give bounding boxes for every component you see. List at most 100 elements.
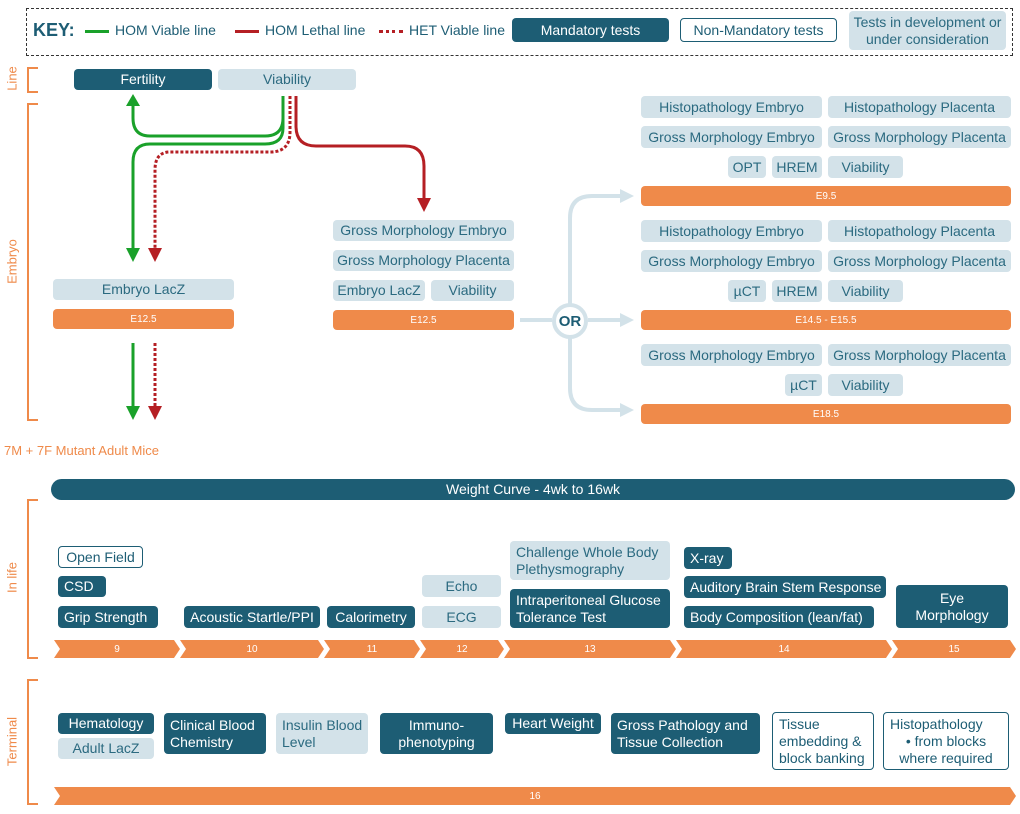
week-9-chevron	[54, 640, 180, 658]
week-15-chevron	[892, 640, 1016, 658]
ecg-test: ECG	[422, 606, 501, 628]
viability-test: Viability	[218, 69, 356, 90]
abr-test: Auditory Brain Stem Response	[684, 576, 886, 598]
stage-e9-5: E9.5	[641, 186, 1011, 206]
hom-lethal-swatch	[235, 30, 259, 33]
ipgtt-test: Intraperitoneal Glucose Tolerance Test	[510, 589, 670, 628]
week-11-chevron	[324, 640, 420, 658]
gross-morph-embryo-mid: Gross Morphology Embryo	[333, 220, 514, 241]
e145-uct: µCT	[728, 280, 766, 302]
key-non-mandatory: Non-Mandatory tests	[680, 18, 837, 42]
immunophenotyping-test: Immuno- phenotyping	[380, 713, 493, 754]
legend-key: KEY: HOM Viable line HOM Lethal line HET…	[26, 8, 1013, 56]
week-12-label: 12	[456, 643, 468, 655]
gross-morph-placenta-mid: Gross Morphology Placenta	[333, 250, 514, 271]
viable-adult-arrowhead	[126, 406, 140, 420]
histopathology-test: Histopathology • from blocks where requi…	[883, 712, 1009, 770]
stage-e12-5-mid: E12.5	[333, 310, 514, 330]
acoustic-startle-test: Acoustic Startle/PPI	[184, 606, 320, 628]
line-bracket	[27, 67, 38, 93]
viable-to-embryo-arrow	[131, 118, 285, 248]
e185-viability: Viability	[828, 374, 903, 396]
het-embryo-arrowhead	[148, 248, 162, 262]
week-13-label: 13	[584, 643, 596, 655]
week-12-chevron	[420, 640, 504, 658]
viable-embryo-arrowhead	[126, 248, 140, 262]
eye-morphology-test: Eye Morphology	[896, 585, 1008, 628]
key-hom-lethal: HOM Lethal line	[265, 22, 366, 38]
stage-e12-5-left: E12.5	[53, 309, 234, 329]
e185-gmp: Gross Morphology Placenta	[828, 344, 1011, 366]
viability-mid: Viability	[431, 280, 514, 301]
weight-curve-bar: Weight Curve - 4wk to 16wk	[51, 479, 1015, 500]
week-13-chevron	[504, 640, 676, 658]
embryo-lacz-left: Embryo LacZ	[53, 279, 234, 300]
terminal-bracket	[27, 679, 38, 805]
lethal-arrowhead	[417, 198, 431, 212]
week-16-chevron	[54, 787, 1016, 805]
csd-test: CSD	[58, 576, 106, 597]
section-label-terminal: Terminal	[4, 716, 20, 767]
insulin-blood-level-test: Insulin Blood Level	[276, 713, 368, 754]
stage-e18-5: E18.5	[641, 404, 1011, 424]
week-14-label: 14	[778, 643, 790, 655]
challenge-plethysmography-test: Challenge Whole Body Plethysmography	[510, 541, 670, 580]
grip-strength-test: Grip Strength	[58, 606, 158, 628]
or-top-branch	[568, 194, 622, 306]
het-adult-arrowhead	[148, 406, 162, 420]
or-bottom-branch	[568, 336, 622, 412]
e145-hist-embryo: Histopathology Embryo	[641, 220, 822, 242]
e95-hist-embryo: Histopathology Embryo	[641, 96, 822, 118]
histopathology-title: Histopathology	[890, 715, 983, 732]
e145-gmp: Gross Morphology Placenta	[828, 250, 1011, 272]
e95-hist-placenta: Histopathology Placenta	[828, 96, 1011, 118]
e185-uct: µCT	[785, 374, 822, 396]
heart-weight-test: Heart Weight	[505, 713, 601, 734]
week-11-label: 11	[366, 643, 378, 655]
or-bottom-arrowhead	[620, 403, 634, 417]
fertility-test: Fertility	[74, 69, 212, 90]
week-16-label: 16	[529, 790, 541, 802]
or-top-arrowhead	[620, 189, 634, 203]
or-node: OR	[552, 303, 588, 339]
het-viable-swatch	[379, 30, 403, 33]
xray-test: X-ray	[684, 547, 732, 569]
e95-gme: Gross Morphology Embryo	[641, 126, 822, 148]
echo-test: Echo	[422, 575, 501, 597]
key-mandatory: Mandatory tests	[512, 18, 669, 42]
embryo-bracket	[27, 103, 38, 421]
hom-viable-swatch	[85, 30, 109, 33]
section-label-line: Line	[4, 66, 20, 91]
section-label-in-life: In life	[4, 561, 20, 594]
open-field-test: Open Field	[58, 546, 143, 568]
het-viable-line	[153, 96, 292, 248]
week-10-chevron	[180, 640, 324, 658]
e95-gmp: Gross Morphology Placenta	[828, 126, 1011, 148]
e145-viability: Viability	[828, 280, 903, 302]
e95-viability: Viability	[828, 156, 903, 178]
fertility-arrowhead	[126, 94, 140, 106]
e145-hrem: HREM	[772, 280, 822, 302]
gross-pathology-test: Gross Pathology and Tissue Collection	[611, 713, 760, 754]
tissue-embedding-test: Tissue embedding & block banking	[772, 712, 874, 770]
inlife-bracket	[27, 499, 38, 659]
section-label-embryo: Embryo	[4, 239, 20, 284]
e145-gme: Gross Morphology Embryo	[641, 250, 822, 272]
key-het-viable: HET Viable line	[409, 22, 505, 38]
key-title: KEY:	[33, 20, 75, 40]
week-9-label: 9	[114, 643, 120, 655]
viable-to-fertility-arrow	[131, 96, 285, 138]
key-in-development: Tests in development or under considerat…	[849, 11, 1006, 50]
embryo-lacz-mid: Embryo LacZ	[333, 280, 425, 301]
clinical-blood-chemistry-test: Clinical Blood Chemistry	[164, 713, 266, 754]
inlife-timeline	[54, 640, 1016, 658]
hematology-test: Hematology	[58, 713, 154, 734]
week-10-label: 10	[246, 643, 258, 655]
e95-hrem: HREM	[772, 156, 822, 178]
e145-hist-placenta: Histopathology Placenta	[828, 220, 1011, 242]
adult-mice-label: 7M + 7F Mutant Adult Mice	[4, 443, 159, 458]
e185-gme: Gross Morphology Embryo	[641, 344, 822, 366]
e95-opt: OPT	[728, 156, 766, 178]
week-15-label: 15	[948, 643, 960, 655]
